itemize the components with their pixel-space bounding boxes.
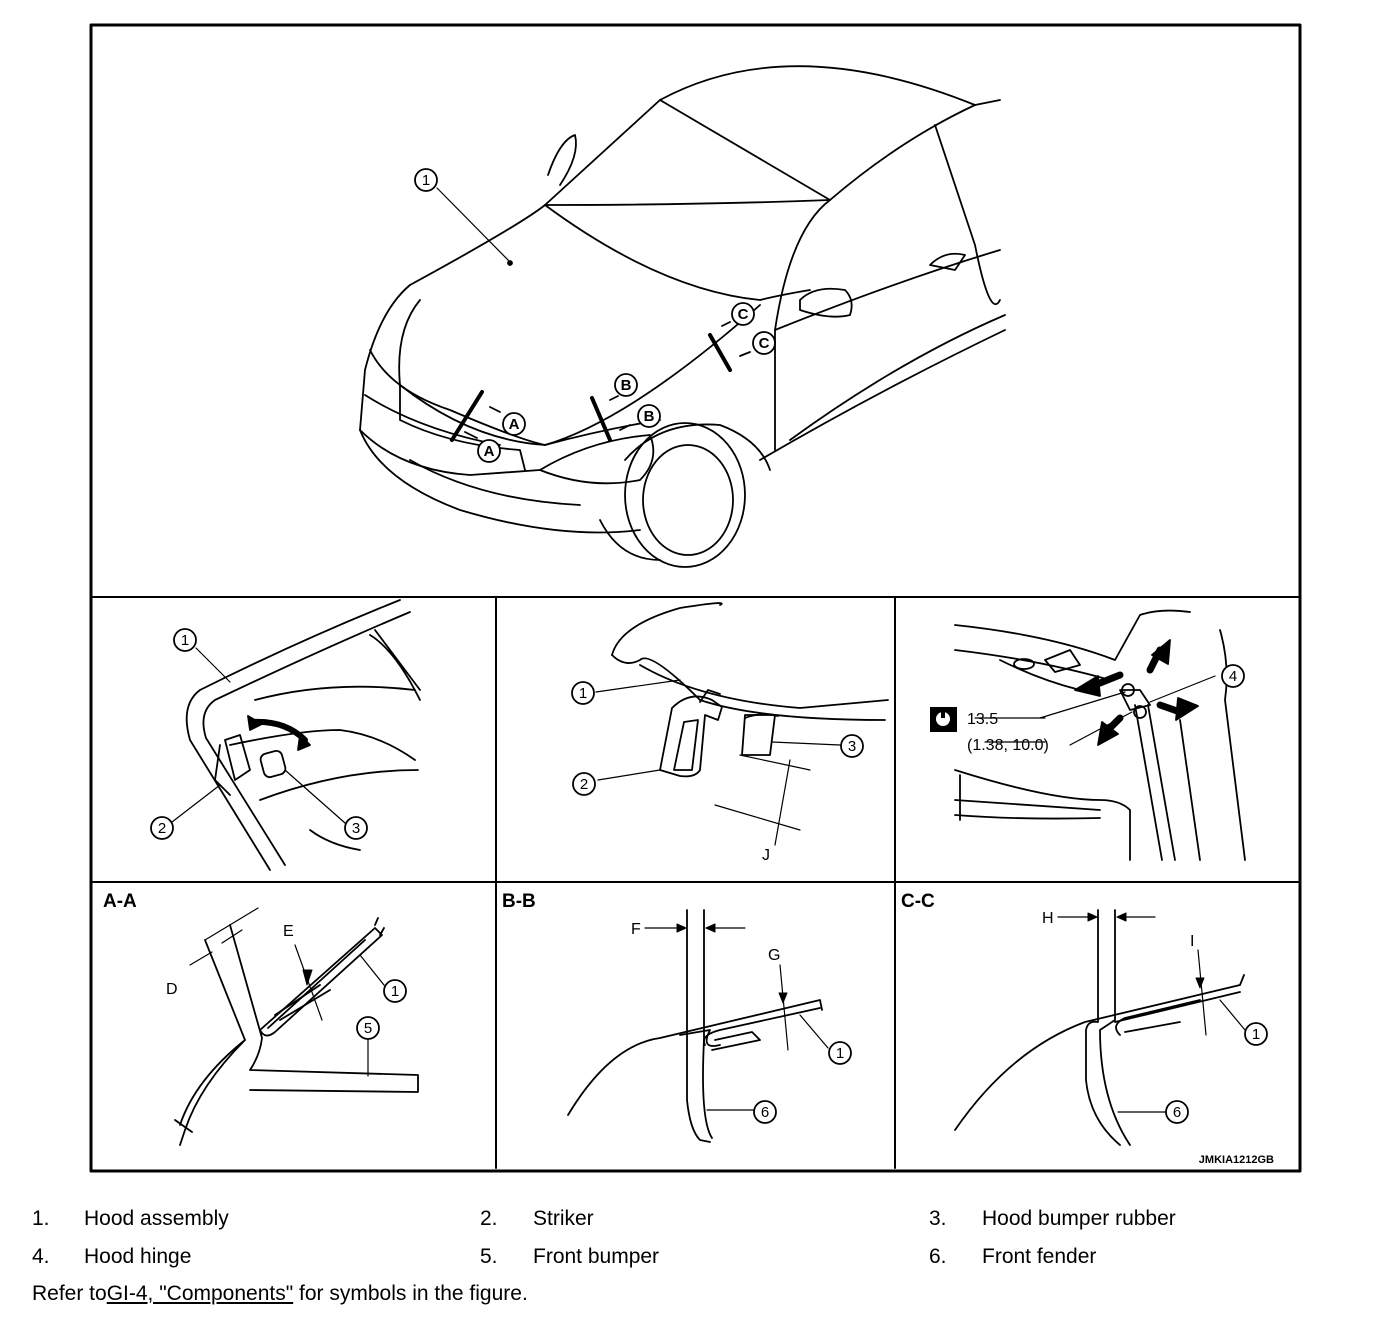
dimension-label-h: H xyxy=(1042,910,1054,927)
dimension-label-i: I xyxy=(1190,933,1194,950)
legend-num-3: 3. xyxy=(929,1207,947,1230)
detail-striker-center xyxy=(595,602,889,846)
dimension-label-f: F xyxy=(631,921,641,938)
svg-text:5: 5 xyxy=(364,1020,372,1037)
section-a-drawing xyxy=(174,907,419,1146)
figure-code: JMKIA1212GB xyxy=(1199,1154,1274,1166)
svg-text:4: 4 xyxy=(1229,668,1237,685)
svg-text:A: A xyxy=(509,416,520,433)
hood-diagram: 1 1 2 3 1 2 3 4 1 5 1 6 1 6 A A B B C C … xyxy=(89,23,1302,1173)
section-b-drawing xyxy=(567,909,829,1143)
callout-1-detail-left: 1 xyxy=(173,628,197,652)
callout-3-detail-center: 3 xyxy=(840,734,864,758)
section-markers: A A B B C C xyxy=(477,302,776,463)
torque-value: 13.5 xyxy=(967,711,998,728)
section-marker-b-upper: B xyxy=(614,373,638,397)
section-cut-a xyxy=(450,390,484,442)
svg-text:1: 1 xyxy=(391,983,399,1000)
section-title-a: A-A xyxy=(103,891,137,912)
svg-text:1: 1 xyxy=(1252,1026,1260,1043)
callout-3-detail-left: 3 xyxy=(344,816,368,840)
car-overview-drawing xyxy=(359,65,1006,568)
section-cut-c xyxy=(708,333,732,372)
svg-text:1: 1 xyxy=(579,685,587,702)
callout-1-section-b: 1 xyxy=(828,1041,852,1065)
svg-text:C: C xyxy=(738,306,749,323)
dimension-label-e: E xyxy=(283,923,294,940)
dimension-label-g: G xyxy=(768,947,780,964)
legend-num-2: 2. xyxy=(480,1207,498,1230)
svg-text:3: 3 xyxy=(848,738,856,755)
legend-label-4: Hood hinge xyxy=(84,1245,192,1268)
legend-num-6: 6. xyxy=(929,1245,947,1268)
section-marker-c-upper: C xyxy=(731,302,755,326)
detail-striker-left xyxy=(171,599,421,871)
dimension-label-j: J xyxy=(762,847,770,864)
callout-markers: 1 1 2 3 1 2 3 4 1 5 1 6 1 6 xyxy=(150,168,1268,1124)
legend-label-2: Striker xyxy=(533,1207,594,1230)
svg-text:1: 1 xyxy=(422,172,430,189)
svg-text:C: C xyxy=(759,335,770,352)
section-title-b: B-B xyxy=(502,891,536,912)
torque-units: (1.38, 10.0) xyxy=(967,737,1049,754)
section-cut-b xyxy=(590,396,612,442)
svg-text:6: 6 xyxy=(761,1104,769,1121)
svg-text:B: B xyxy=(621,377,632,394)
legend-label-3: Hood bumper rubber xyxy=(982,1207,1176,1230)
legend-label-6: Front fender xyxy=(982,1245,1097,1268)
legend-label-1: Hood assembly xyxy=(84,1207,229,1230)
callout-6-section-b: 6 xyxy=(753,1100,777,1124)
legend-num-5: 5. xyxy=(480,1245,498,1268)
svg-text:1: 1 xyxy=(181,632,189,649)
callout-5-section-a: 5 xyxy=(356,1016,380,1040)
svg-text:B: B xyxy=(644,408,655,425)
svg-text:A: A xyxy=(484,443,495,460)
svg-text:6: 6 xyxy=(1173,1104,1181,1121)
section-marker-c-lower: C xyxy=(752,331,776,355)
section-marker-a-lower: A xyxy=(477,439,501,463)
callout-1-detail-center: 1 xyxy=(571,681,595,705)
section-c-drawing xyxy=(954,909,1246,1146)
legend-num-1: 1. xyxy=(32,1207,50,1230)
svg-text:1: 1 xyxy=(836,1045,844,1062)
section-marker-b-lower: B xyxy=(637,404,661,428)
section-marker-a-upper: A xyxy=(502,412,526,436)
detail-hinge xyxy=(954,609,1246,861)
figure-frame xyxy=(89,23,1302,1173)
callout-1-section-a: 1 xyxy=(383,979,407,1003)
callout-2-detail-left: 2 xyxy=(150,816,174,840)
torque-wrench-icon xyxy=(930,707,957,732)
reference-note-prefix: Refer to xyxy=(32,1282,107,1305)
dimension-label-d: D xyxy=(166,981,178,998)
svg-text:3: 3 xyxy=(352,820,360,837)
callout-1-overview: 1 xyxy=(414,168,438,192)
section-title-c: C-C xyxy=(901,891,935,912)
components-reference-link[interactable]: GI-4, "Components" xyxy=(106,1282,294,1305)
svg-text:2: 2 xyxy=(158,820,166,837)
callout-2-detail-center: 2 xyxy=(572,772,596,796)
reference-note: Refer toGI-4, "Components" for symbols i… xyxy=(32,1281,528,1307)
callout-4-detail-hinge: 4 xyxy=(1221,664,1245,688)
legend-num-4: 4. xyxy=(32,1245,50,1268)
reference-note-suffix: for symbols in the figure. xyxy=(293,1282,528,1305)
callout-6-section-c: 6 xyxy=(1165,1100,1189,1124)
svg-text:2: 2 xyxy=(580,776,588,793)
legend-label-5: Front bumper xyxy=(533,1245,660,1268)
callout-1-section-c: 1 xyxy=(1244,1022,1268,1046)
